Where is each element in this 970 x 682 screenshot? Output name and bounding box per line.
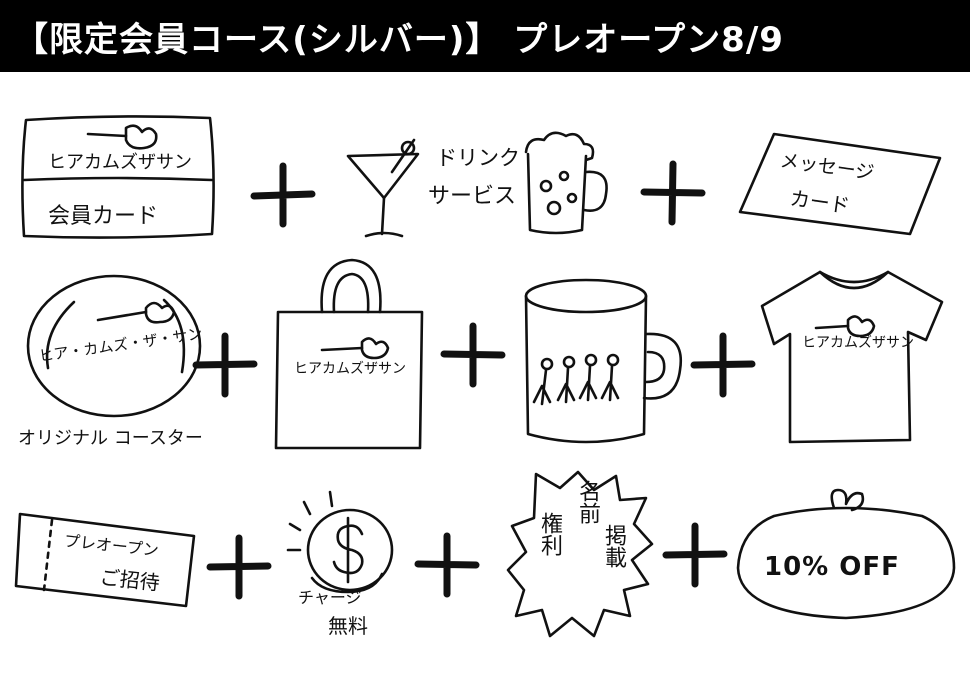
coaster-label: オリジナル コースター	[18, 428, 203, 449]
charge-line1: チャージ	[298, 588, 362, 607]
plus-icon	[440, 322, 506, 388]
purse-drawing	[736, 488, 956, 620]
drink-service: ドリンク サービス	[340, 120, 620, 250]
tote-bag: ヒアカムズザサン	[272, 254, 432, 454]
burst-drawing	[506, 470, 654, 638]
drink-label-line2: サービス	[428, 184, 517, 209]
coin-icon	[286, 490, 394, 594]
name-listing-col3: 掲載	[601, 524, 626, 568]
name-listing-col2: 名前	[575, 480, 600, 524]
coaster: ヒア・カムズ・ザ・サン オリジナル コースター	[14, 272, 224, 462]
cocktail-glass-icon	[346, 138, 420, 238]
beer-mug-icon	[524, 131, 608, 235]
plus-icon	[206, 534, 272, 600]
plus-icon	[690, 332, 756, 398]
member-card-brand: ヒアカムズザサン	[48, 152, 192, 173]
tshirt: ヒアカムズザサン	[760, 262, 950, 446]
discount-purse: 10% OFF	[734, 480, 960, 630]
plus-icon	[192, 332, 258, 398]
plus-icon	[662, 522, 728, 588]
charge-free: チャージ 無料	[278, 488, 418, 644]
mug-drawing	[524, 278, 683, 444]
message-card-drawing	[738, 132, 942, 236]
page-title: 【限定会員コース(シルバー)】 プレオープン8/9	[14, 20, 784, 60]
charge-line2: 無料	[328, 614, 368, 638]
ticket-drawing	[14, 512, 196, 608]
preopen-ticket: プレオープン ご招待	[14, 506, 200, 610]
name-listing: 権利 名前 掲載	[506, 470, 654, 642]
preopen-line2: ご招待	[98, 564, 161, 596]
tote-bag-brand: ヒアカムズザサン	[294, 361, 406, 377]
plus-icon	[640, 160, 706, 226]
member-card-label: 会員カード	[48, 204, 159, 229]
member-card-drawing	[21, 115, 215, 239]
drink-label-line1: ドリンク	[436, 146, 520, 170]
name-listing-col1: 権利	[537, 512, 562, 556]
plus-icon	[250, 162, 316, 228]
tshirt-drawing	[760, 270, 944, 444]
header-banner: 【限定会員コース(シルバー)】 プレオープン8/9	[0, 0, 970, 72]
message-card: メッセージ カード	[734, 128, 944, 238]
tshirt-brand: ヒアカムズザサン	[802, 335, 914, 351]
mug	[520, 274, 690, 454]
discount-label: 10% OFF	[764, 552, 900, 582]
tote-bag-drawing	[274, 258, 424, 450]
member-card: ヒアカムズザサン 会員カード	[18, 112, 218, 242]
coaster-drawing	[26, 274, 202, 418]
plus-icon	[414, 532, 480, 598]
